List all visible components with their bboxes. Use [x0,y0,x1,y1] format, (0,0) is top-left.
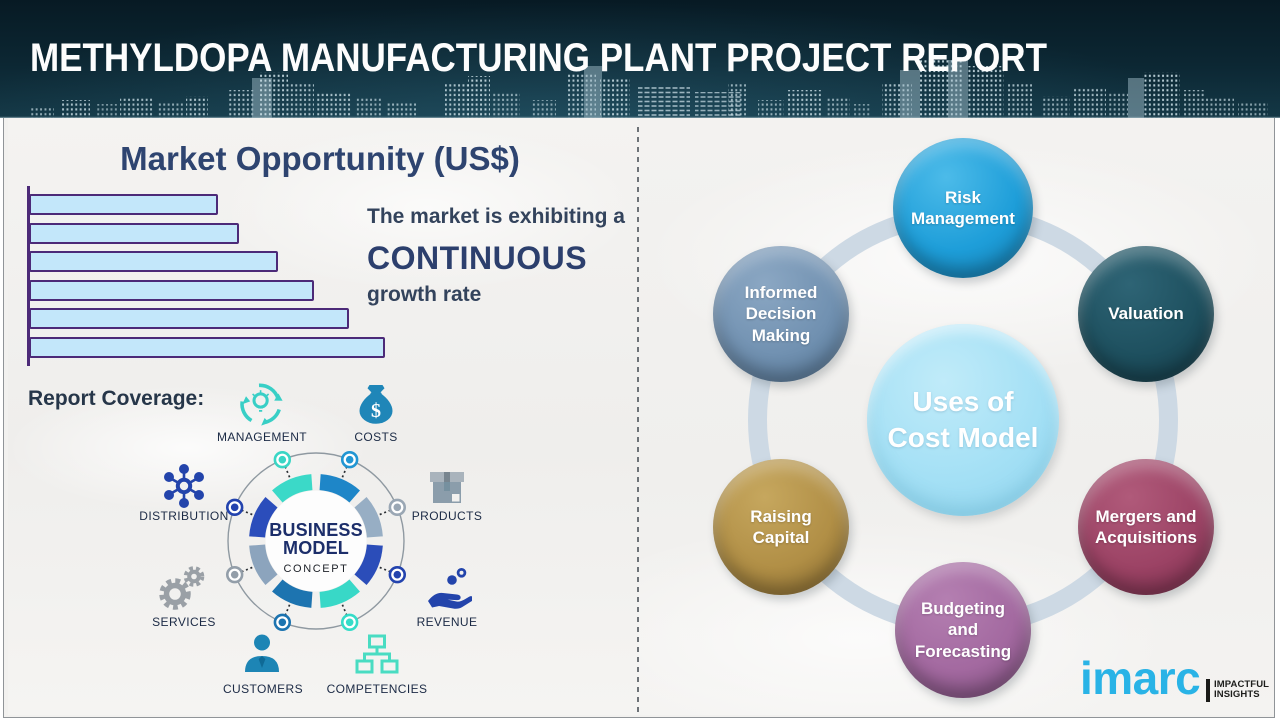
city-skyline-illustration [0,60,1280,118]
gears-icon [159,565,207,613]
coverage-label-management: MANAGEMENT [216,430,307,444]
market-bar [29,223,240,244]
uses-satellite-risk-management: Risk Management [893,138,1033,278]
box-icon [423,463,471,511]
report-coverage-heading: Report Coverage: [28,387,205,410]
market-bar [29,337,385,358]
left-panel-background [8,118,638,715]
uses-satellite-raising-capital: Raising Capital [713,459,849,595]
uses-satellite-budgeting-forecasting: Budgeting and Forecasting [895,562,1031,698]
svg-text:$: $ [371,400,381,422]
network-icon [160,462,208,510]
imarc-logo-text: imarc [1080,652,1201,704]
market-opportunity-title: Market Opportunity (US$) [120,140,520,177]
market-note-line1: The market is exhibiting a [367,205,625,228]
business-model-ring-diagram [225,450,407,632]
coverage-label-customers: CUSTOMERS [222,682,304,696]
management-cycle-icon [237,380,285,428]
page-title: METHYLDOPA MANUFACTURING PLANT PROJECT R… [30,36,1047,80]
vertical-dashed-divider [637,127,639,712]
bar-chart-axis [27,186,30,366]
coverage-label-competencies: COMPETENCIES [326,682,428,696]
person-icon [238,630,286,678]
market-note-highlight: CONTINUOUS [367,240,588,276]
coverage-label-distribution: DISTRIBUTION [139,509,229,523]
market-bar [29,194,218,215]
org-chart-icon [353,632,401,680]
coverage-label-revenue: REVENUE [416,615,478,629]
market-bar [29,308,350,329]
uses-satellite-mergers-acquisitions: Mergers and Acquisitions [1078,459,1214,595]
uses-satellite-valuation: Valuation [1078,246,1214,382]
coverage-label-costs: COSTS [354,430,398,444]
market-note-line2: growth rate [367,283,482,306]
business-model-center-label: BUSINESS MODEL CONCEPT [269,520,363,575]
coverage-label-services: SERVICES [152,615,216,629]
uses-center-circle: Uses of Cost Model [867,324,1059,516]
coverage-label-products: PRODUCTS [411,509,483,523]
uses-satellite-informed-decision-making: Informed Decision Making [713,246,849,382]
money-bag-icon: $ [352,380,400,428]
market-bar [29,280,314,301]
imarc-logo-divider [1206,679,1210,702]
imarc-tagline: IMPACTFUL INSIGHTS [1214,679,1270,700]
hand-coins-icon [424,566,472,614]
imarc-logo: imarc IMPACTFUL INSIGHTS [1080,655,1280,705]
header-banner: METHYLDOPA MANUFACTURING PLANT PROJECT R… [0,0,1280,118]
market-bar [29,251,279,272]
